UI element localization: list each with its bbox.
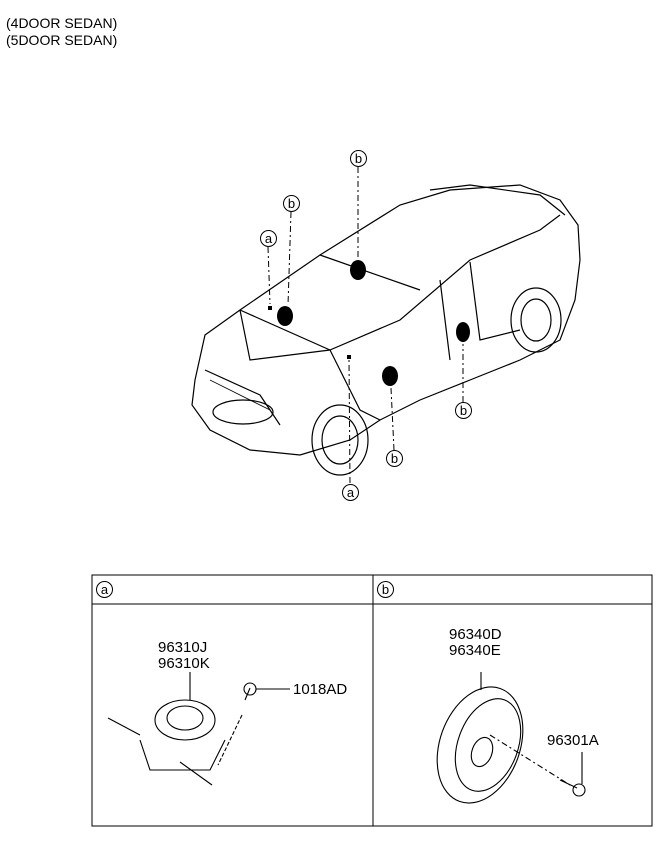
detail-a-header: a: [96, 581, 113, 598]
screw-part-number: 96301A: [547, 732, 599, 749]
callout-b: b: [386, 450, 403, 467]
tweeter-illustration: [107, 672, 290, 786]
speaker-illustration: [436, 672, 586, 804]
callout-b: b: [283, 195, 300, 212]
callout-a: a: [342, 484, 359, 501]
screw-part-number: 1018AD: [293, 681, 348, 698]
part-number: 96340D: [449, 626, 502, 643]
car-illustration: [191, 184, 581, 476]
part-number: 96310J: [158, 639, 208, 656]
detail-table: [91, 574, 653, 827]
variant-5door: (5DOOR SEDAN): [6, 32, 118, 48]
speaker-locations: [268, 260, 470, 386]
variant-4door: (4DOOR SEDAN): [6, 15, 118, 31]
callout-b: b: [350, 150, 367, 167]
part-number: 96340E: [449, 642, 501, 659]
part-number: 96310K: [158, 655, 210, 672]
leader-lines: [267, 167, 464, 484]
callout-b: b: [455, 402, 472, 419]
callout-a: a: [260, 230, 277, 247]
detail-b-header: b: [377, 581, 394, 598]
